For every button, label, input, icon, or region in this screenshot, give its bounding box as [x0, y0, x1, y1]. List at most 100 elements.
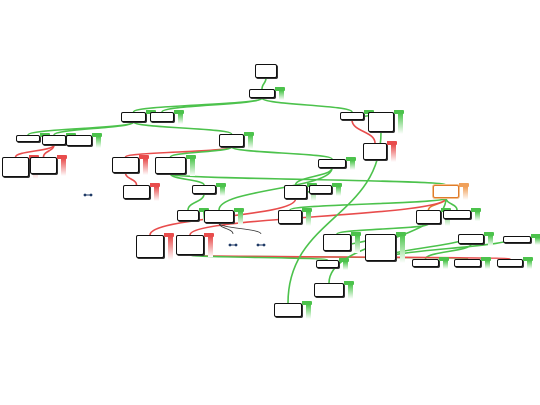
argument-node-n16[interactable] — [155, 157, 186, 174]
node-type-tab — [332, 183, 342, 187]
argument-node-n12[interactable] — [30, 157, 57, 174]
argument-node-n21[interactable] — [204, 210, 234, 223]
node-side-flag — [178, 114, 183, 124]
argument-node-n8[interactable] — [42, 135, 66, 145]
link-n1-n4 — [261, 97, 353, 113]
node-type-tab — [523, 257, 533, 261]
node-side-flag — [398, 114, 403, 134]
link-n2-n8 — [53, 121, 135, 136]
link-n13-n14 — [124, 172, 138, 186]
argument-node-n13[interactable] — [112, 157, 139, 173]
argument-node-n22[interactable] — [284, 185, 307, 199]
document-link-icon[interactable] — [227, 234, 239, 247]
node-type-tab — [234, 208, 244, 212]
node-type-tab — [174, 110, 184, 114]
argument-node-n5[interactable] — [368, 112, 394, 132]
node-side-flag — [443, 261, 448, 269]
argument-node-n32[interactable] — [365, 234, 396, 261]
link-n9-n15 — [230, 146, 333, 160]
argument-node-n28[interactable] — [443, 210, 471, 219]
node-side-flag — [488, 236, 493, 246]
node-side-flag — [168, 237, 173, 260]
link-n2-n9 — [132, 121, 233, 135]
argument-node-n34[interactable] — [503, 236, 531, 243]
argument-node-n38[interactable] — [316, 260, 339, 268]
link-n16-n17 — [169, 173, 205, 186]
node-side-flag — [154, 187, 159, 201]
node-type-tab — [396, 232, 406, 236]
node-side-flag — [348, 285, 353, 299]
node-side-flag — [306, 305, 311, 319]
argument-node-n31[interactable] — [323, 234, 351, 251]
node-type-tab — [164, 233, 174, 237]
argument-node-n36[interactable] — [454, 259, 481, 267]
node-side-flag — [475, 212, 480, 221]
node-side-flag — [445, 212, 450, 226]
argument-node-n4[interactable] — [340, 112, 364, 120]
node-type-tab — [92, 133, 102, 137]
node-side-flag — [485, 261, 490, 269]
document-link-icon[interactable] — [82, 184, 94, 197]
node-side-flag — [279, 91, 284, 100]
argument-node-n20[interactable] — [177, 210, 199, 221]
argument-node-n26[interactable] — [433, 185, 459, 198]
node-side-flag — [208, 237, 213, 257]
document-link-icon[interactable] — [255, 234, 267, 247]
link-root-n1 — [261, 77, 267, 90]
argument-node-n1[interactable] — [249, 89, 275, 98]
argument-node-n24[interactable] — [136, 235, 164, 258]
link-n4-n6 — [351, 119, 376, 144]
link-n15-n22 — [294, 167, 333, 186]
node-type-tab — [302, 301, 312, 305]
argument-node-n14[interactable] — [123, 185, 150, 199]
link-n8-n12 — [42, 144, 55, 158]
argument-node-root[interactable] — [255, 64, 277, 78]
argument-node-n33[interactable] — [458, 234, 484, 244]
argument-node-n9[interactable] — [219, 134, 244, 147]
node-side-flag — [311, 187, 316, 201]
node-side-flag — [350, 161, 355, 170]
link-n5-n40 — [287, 131, 382, 304]
argument-node-n6[interactable] — [363, 143, 387, 160]
node-side-flag — [400, 236, 405, 263]
node-type-tab — [459, 183, 469, 187]
node-side-flag — [355, 236, 360, 253]
node-type-tab — [139, 155, 149, 159]
node-type-tab — [204, 233, 214, 237]
link-n15-n21 — [218, 167, 333, 211]
node-type-tab — [244, 132, 254, 136]
argument-node-n3[interactable] — [150, 112, 174, 122]
node-side-flag — [238, 212, 243, 225]
argument-node-n15[interactable] — [318, 159, 346, 168]
node-type-tab — [484, 232, 494, 236]
node-type-tab — [186, 155, 196, 159]
node-side-flag — [220, 187, 225, 196]
link-n29-n38 — [189, 254, 329, 261]
node-side-flag — [306, 212, 311, 226]
argument-node-n37[interactable] — [497, 259, 523, 267]
argument-node-n7[interactable] — [16, 135, 40, 142]
argument-node-n29[interactable] — [176, 235, 204, 255]
argument-node-n30[interactable] — [278, 210, 302, 224]
argument-node-n17[interactable] — [192, 185, 216, 194]
argument-node-n27[interactable] — [416, 210, 441, 224]
argument-node-n2[interactable] — [121, 112, 146, 122]
link-n17-n20 — [187, 193, 205, 211]
argument-node-n39[interactable] — [314, 283, 344, 297]
argument-node-n10[interactable] — [66, 135, 92, 146]
node-side-flag — [535, 238, 540, 245]
argument-node-n35[interactable] — [412, 259, 439, 267]
argument-node-n40[interactable] — [274, 303, 302, 317]
node-type-tab — [216, 183, 226, 187]
node-type-tab — [150, 183, 160, 187]
node-side-flag — [143, 159, 148, 175]
link-n26-n29 — [189, 197, 447, 236]
node-side-flag — [336, 187, 341, 196]
argument-node-n23[interactable] — [309, 185, 332, 194]
node-type-tab — [339, 258, 349, 262]
node-type-tab — [346, 157, 356, 161]
node-side-flag — [96, 137, 101, 148]
node-side-flag — [463, 187, 468, 200]
argument-node-n11[interactable] — [2, 157, 29, 177]
